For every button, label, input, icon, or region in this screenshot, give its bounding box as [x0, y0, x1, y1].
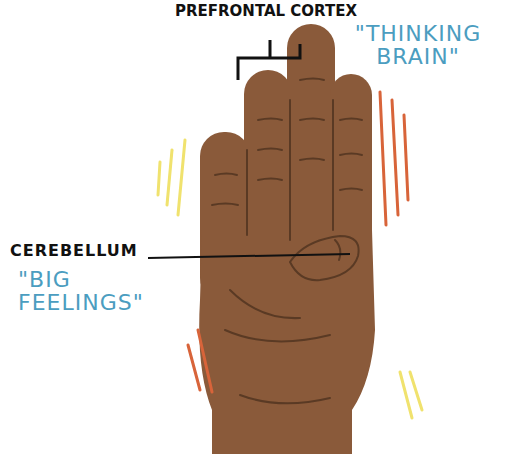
part-label: PREFRONTAL CORTEX [175, 4, 415, 20]
nickname-label: "THINKING BRAIN" [318, 22, 518, 68]
part-label: CEREBELLUM [10, 243, 160, 260]
motion-lines-orange [188, 92, 408, 392]
nickname-label: "BIG FEELINGS" [18, 268, 168, 314]
hand-lines [212, 79, 362, 404]
hand-shape [199, 24, 375, 454]
motion-lines-yellow [158, 140, 422, 418]
leader-line [148, 254, 350, 258]
bracket [238, 40, 300, 80]
